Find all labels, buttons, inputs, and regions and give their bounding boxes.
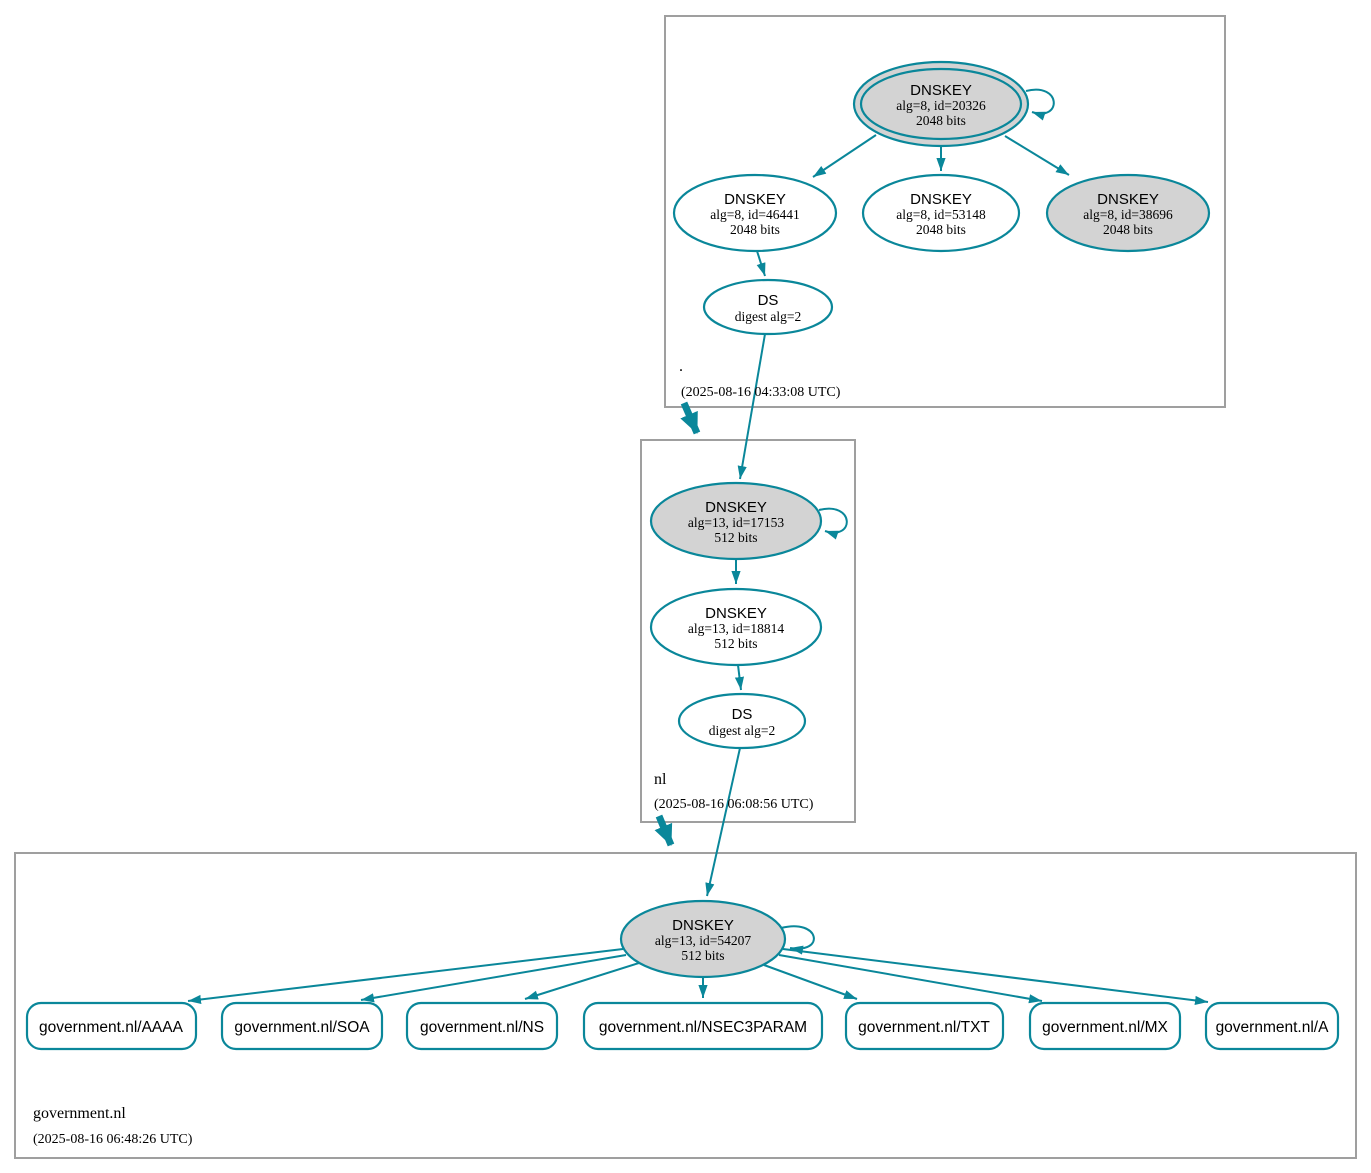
- nl-ds-node[interactable]: DS digest alg=2: [677, 692, 807, 750]
- root-zone-timestamp: (2025-08-16 04:33:08 UTC): [681, 385, 841, 400]
- rrset-aaaa-node[interactable]: government.nl/AAAA: [25, 1001, 198, 1051]
- rrset-nsec3param-label: government.nl/NSEC3PARAM: [599, 1019, 807, 1036]
- delegation-arrow-root-to-nl: [680, 401, 701, 435]
- edge-zsk46441-to-ds: [756, 250, 766, 277]
- edge-ksk20326-to-ksk38696: [1004, 135, 1070, 176]
- edge-ksk17153-selfsign: [818, 507, 848, 540]
- government-nl-zone-timestamp: (2025-08-16 06:48:26 UTC): [33, 1132, 193, 1147]
- edge-ksk20326-selfsign: [1025, 88, 1055, 121]
- edge-ksk54207-to-a: [782, 948, 1209, 1005]
- rrset-mx-node[interactable]: government.nl/MX: [1028, 1001, 1182, 1051]
- root-ds-node[interactable]: DS digest alg=2: [702, 278, 834, 336]
- rrset-a-box: [1204, 1001, 1340, 1051]
- dnskey-20326-inner-ellipse: [859, 67, 1023, 141]
- rrset-txt-node[interactable]: government.nl/TXT: [844, 1001, 1005, 1051]
- dnskey-20326-title: DNSKEY: [910, 82, 972, 99]
- dnskey-18814-alg: alg=13, id=18814: [688, 621, 784, 636]
- dnskey-54207-bits: 512 bits: [681, 948, 724, 963]
- root-ds-digest: digest alg=2: [735, 309, 801, 324]
- rrset-nsec3param-box: [582, 1001, 824, 1051]
- rrset-nsec3param-node[interactable]: government.nl/NSEC3PARAM: [582, 1001, 824, 1051]
- dnskey-20326-outer-ellipse: [852, 60, 1030, 148]
- dnskey-46441-ellipse: [672, 173, 838, 253]
- dnskey-46441-bits: 2048 bits: [730, 222, 780, 237]
- ds-link-root-to-nl-ksk: [737, 333, 766, 480]
- dnskey-53148-node[interactable]: DNSKEY alg=8, id=53148 2048 bits: [861, 173, 1021, 253]
- dnskey-54207-node[interactable]: DNSKEY alg=13, id=54207 512 bits: [619, 899, 787, 979]
- rrset-txt-box: [844, 1001, 1005, 1051]
- edge-ksk54207-to-soa: [360, 954, 627, 1003]
- dnskey-38696-title: DNSKEY: [1097, 191, 1159, 208]
- dnskey-17153-node[interactable]: DNSKEY alg=13, id=17153 512 bits: [649, 481, 823, 561]
- government-nl-zone-box: [14, 852, 1357, 1159]
- dnskey-46441-node[interactable]: DNSKEY alg=8, id=46441 2048 bits: [672, 173, 838, 253]
- root-zone-label: .: [679, 358, 683, 375]
- edge-ksk54207-to-mx: [778, 954, 1043, 1004]
- edge-ksk20326-to-zsk46441: [812, 134, 877, 178]
- root-ds-title: DS: [758, 292, 779, 309]
- rrset-ns-box: [405, 1001, 559, 1051]
- dnskey-38696-ellipse: [1045, 173, 1211, 253]
- edge-ksk54207-to-txt: [763, 964, 858, 1000]
- dnskey-18814-title: DNSKEY: [705, 605, 767, 622]
- delegation-arrow-nl-to-government: [654, 814, 675, 847]
- edge-ksk54207-to-ns: [524, 962, 640, 1000]
- dnskey-17153-ellipse: [649, 481, 823, 561]
- dnskey-54207-title: DNSKEY: [672, 917, 734, 934]
- dnskey-53148-alg: alg=8, id=53148: [896, 207, 986, 222]
- rrset-ns-label: government.nl/NS: [420, 1019, 544, 1036]
- edge-ksk54207-selfsign: [780, 925, 815, 955]
- rrset-soa-node[interactable]: government.nl/SOA: [220, 1001, 384, 1051]
- rrset-aaaa-label: government.nl/AAAA: [39, 1019, 184, 1036]
- nl-zone-timestamp: (2025-08-16 06:08:56 UTC): [654, 797, 814, 812]
- dnskey-38696-node[interactable]: DNSKEY alg=8, id=38696 2048 bits: [1045, 173, 1211, 253]
- rrset-soa-box: [220, 1001, 384, 1051]
- rrset-a-node[interactable]: government.nl/A: [1204, 1001, 1340, 1051]
- rrset-soa-label: government.nl/SOA: [234, 1019, 370, 1036]
- ds-link-nl-to-government-ksk: [705, 747, 741, 897]
- nl-zone-box: [640, 439, 856, 823]
- nl-ds-digest: digest alg=2: [709, 723, 775, 738]
- dnskey-20326-node[interactable]: DNSKEY alg=8, id=20326 2048 bits: [852, 60, 1030, 148]
- dnskey-20326-bits: 2048 bits: [916, 113, 966, 128]
- rrset-mx-box: [1028, 1001, 1182, 1051]
- dnskey-54207-alg: alg=13, id=54207: [655, 933, 751, 948]
- dnskey-18814-bits: 512 bits: [714, 636, 757, 651]
- rrset-a-label: government.nl/A: [1216, 1019, 1330, 1036]
- dnskey-53148-bits: 2048 bits: [916, 222, 966, 237]
- edge-zsk18814-to-ds: [734, 664, 745, 691]
- rrset-mx-label: government.nl/MX: [1042, 1019, 1168, 1036]
- dnskey-18814-ellipse: [649, 587, 823, 667]
- dnskey-38696-bits: 2048 bits: [1103, 222, 1153, 237]
- dnskey-18814-node[interactable]: DNSKEY alg=13, id=18814 512 bits: [649, 587, 823, 667]
- rrset-txt-label: government.nl/TXT: [858, 1019, 990, 1036]
- dnskey-54207-ellipse: [619, 899, 787, 979]
- dnskey-38696-alg: alg=8, id=38696: [1083, 207, 1173, 222]
- government-nl-zone-label: government.nl: [33, 1105, 126, 1122]
- nl-ds-title: DS: [732, 706, 753, 723]
- rrset-aaaa-box: [25, 1001, 198, 1051]
- dnskey-46441-title: DNSKEY: [724, 191, 786, 208]
- dnskey-17153-alg: alg=13, id=17153: [688, 515, 784, 530]
- nl-zone-label: nl: [654, 771, 667, 788]
- dnskey-17153-bits: 512 bits: [714, 530, 757, 545]
- root-zone-box: [664, 15, 1226, 408]
- nl-ds-ellipse: [677, 692, 807, 750]
- dnskey-53148-ellipse: [861, 173, 1021, 253]
- root-ds-ellipse: [702, 278, 834, 336]
- rrset-ns-node[interactable]: government.nl/NS: [405, 1001, 559, 1051]
- dnskey-17153-title: DNSKEY: [705, 499, 767, 516]
- edge-ksk54207-to-aaaa: [187, 948, 624, 1005]
- dnskey-46441-alg: alg=8, id=46441: [710, 207, 799, 222]
- dnskey-20326-alg: alg=8, id=20326: [896, 98, 986, 113]
- dnskey-53148-title: DNSKEY: [910, 191, 972, 208]
